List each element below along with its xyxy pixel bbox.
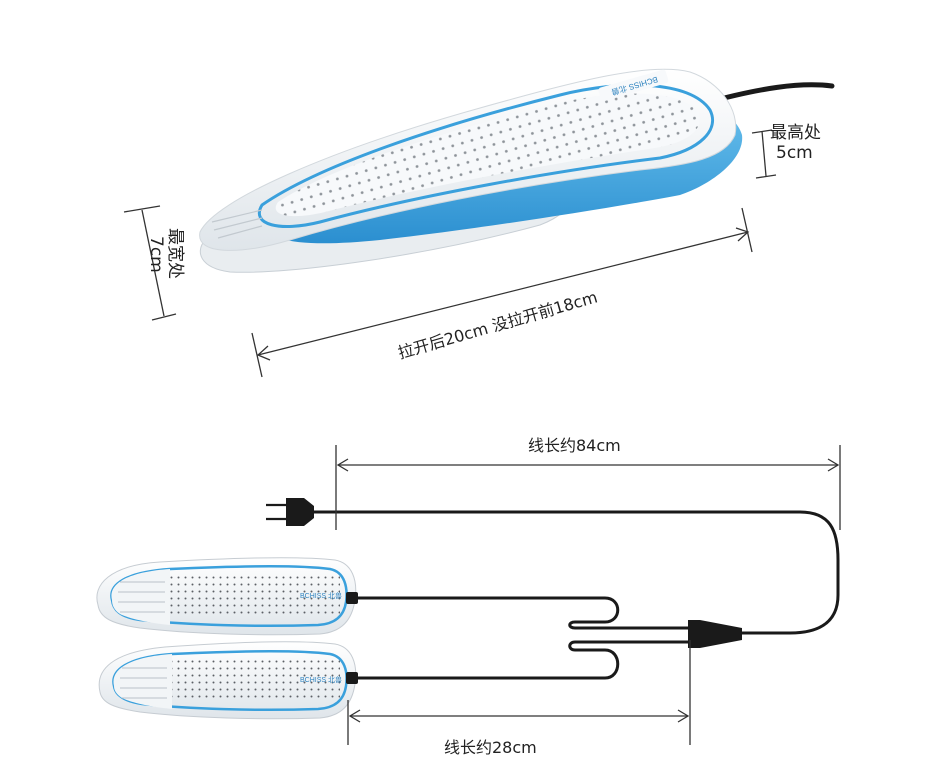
main-cable-length-label: 线长约84cm — [528, 436, 621, 455]
max-width-value: 7cm — [146, 236, 166, 273]
shoe-dryer-pair: BCHISS 北兽 BCHISS 北兽 — [96, 557, 357, 720]
cable-joint-upper — [346, 592, 358, 604]
shoe-dryer-large: BCHISS 北兽 — [199, 68, 835, 273]
dimension-lines-top — [123, 129, 777, 378]
max-height-value: 5cm — [776, 143, 813, 163]
power-cables — [308, 510, 840, 680]
brand-logo-text-upper: BCHISS 北兽 — [300, 591, 342, 600]
dimension-lines-bottom — [335, 445, 841, 745]
brand-logo-text-lower: BCHISS 北兽 — [300, 675, 342, 684]
max-height-label: 最高处 — [770, 123, 821, 143]
branch-cable-length-label: 线长约28cm — [444, 738, 537, 757]
cable-splitter — [688, 620, 742, 648]
max-width-label: 最宽处 — [165, 228, 185, 279]
power-plug — [266, 498, 314, 526]
cable-joint-lower — [346, 672, 358, 684]
